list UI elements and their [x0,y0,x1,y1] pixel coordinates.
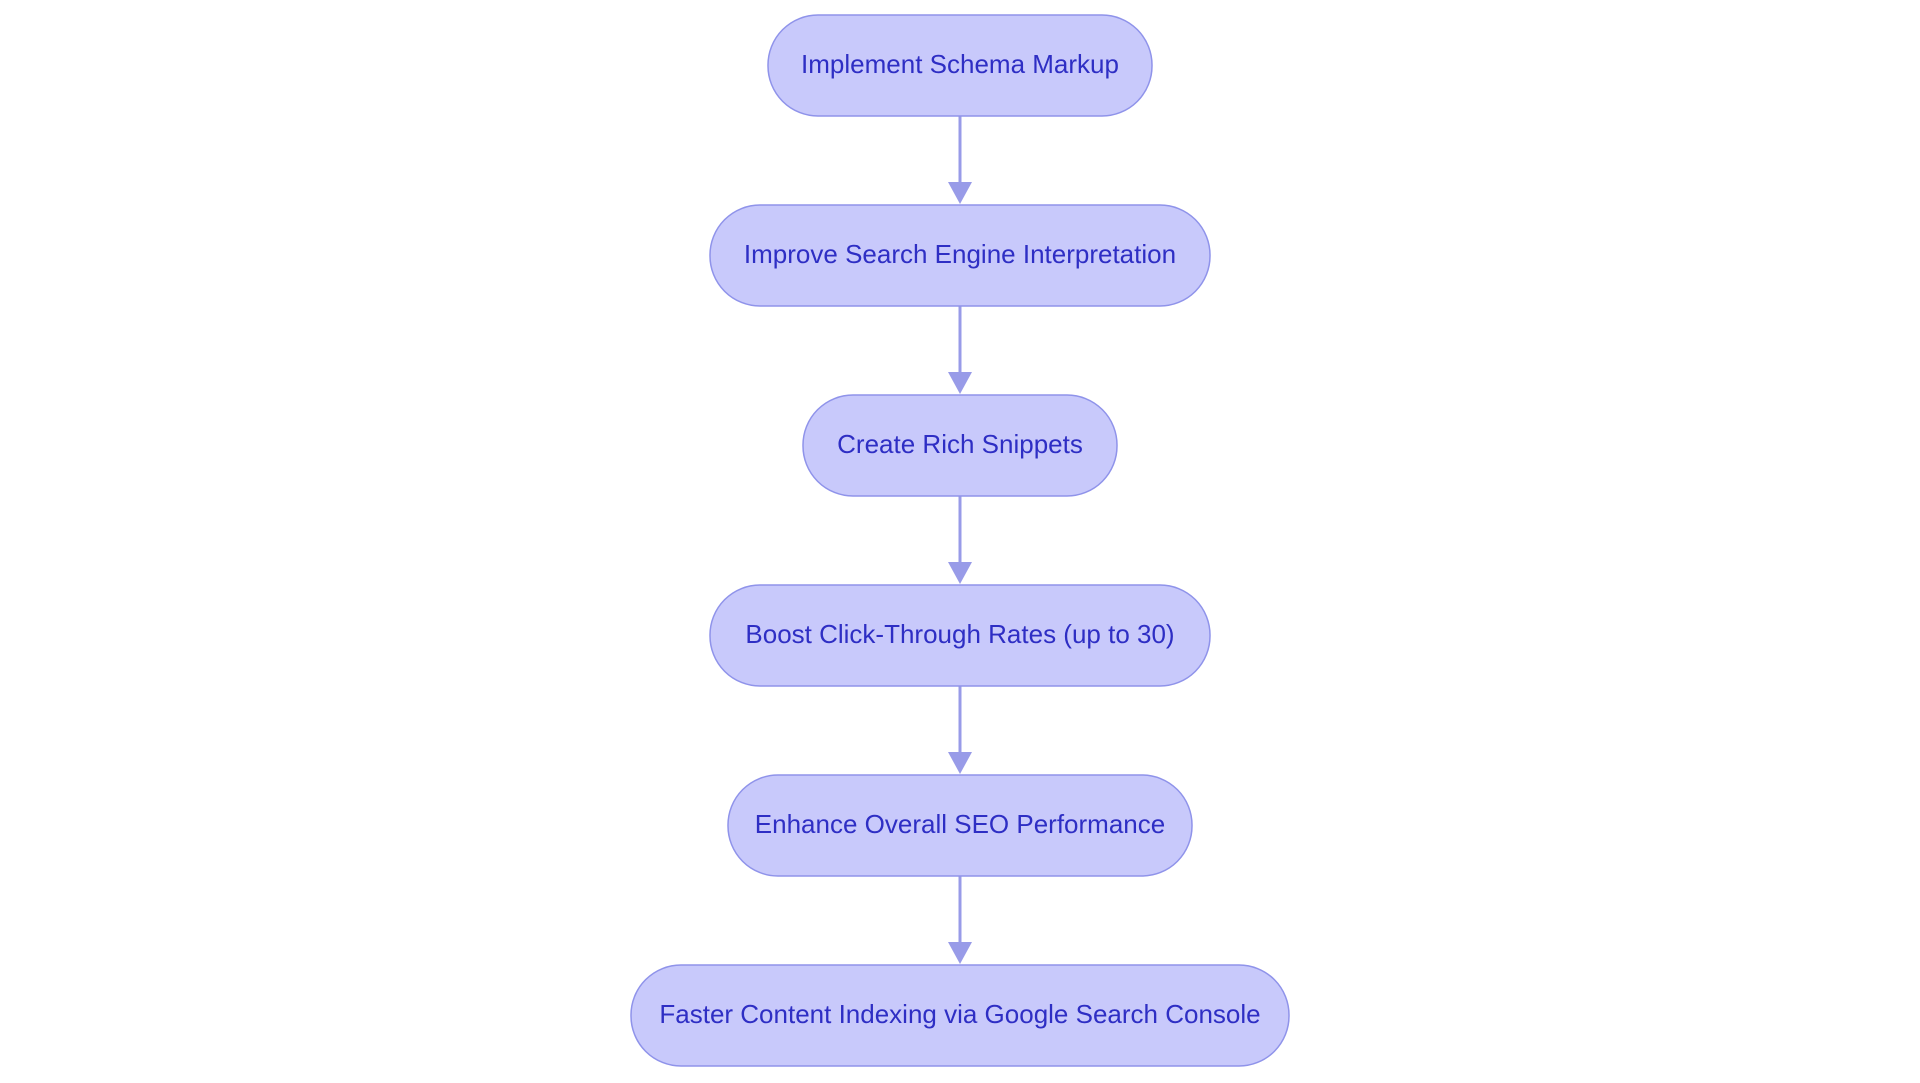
step-label: Implement Schema Markup [801,49,1119,79]
step-create-rich-snippets: Create Rich Snippets [802,394,1118,497]
step-label: Boost Click-Through Rates (up to 30) [745,619,1174,649]
step-improve-search-engine-interpretation: Improve Search Engine Interpretation [709,204,1211,307]
step-enhance-overall-seo-performance: Enhance Overall SEO Performance [727,774,1193,877]
step-label: Improve Search Engine Interpretation [744,239,1176,269]
step-label: Create Rich Snippets [837,429,1083,459]
flow-arrow [948,686,972,774]
flow-arrow [948,306,972,394]
step-faster-content-indexing: Faster Content Indexing via Google Searc… [630,964,1290,1067]
flow-arrow [948,876,972,964]
step-label: Faster Content Indexing via Google Searc… [659,999,1260,1029]
step-implement-schema-markup: Implement Schema Markup [767,14,1153,117]
step-boost-click-through-rates: Boost Click-Through Rates (up to 30) [709,584,1211,687]
flow-arrow [948,496,972,584]
flow-arrow [948,116,972,204]
step-label: Enhance Overall SEO Performance [755,809,1165,839]
